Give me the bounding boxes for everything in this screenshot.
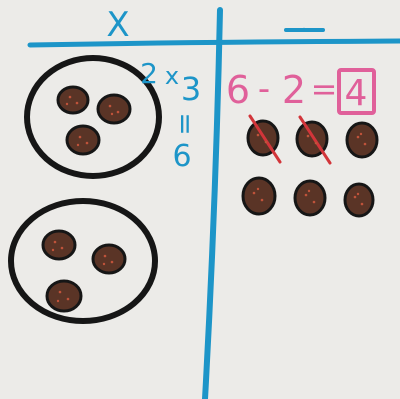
expr-result: 6 [172, 139, 191, 174]
expr-equals: = [311, 70, 338, 108]
expr-factor-b: 3 [181, 70, 201, 108]
brown-counter-icon [96, 93, 132, 125]
expr-minuend: 6 [226, 68, 250, 112]
brown-counter-icon [345, 121, 379, 159]
brown-counter-icon [295, 115, 332, 165]
subtract-expression: 6 - 2 = 4 [226, 68, 376, 115]
header-subtract: — [303, 27, 305, 29]
brown-counter-icon [65, 124, 101, 156]
expr-times: x [165, 62, 179, 90]
cross-out-mark [298, 115, 332, 165]
subtract-counters [241, 114, 379, 218]
multiply-expression: 2 x 3 = 6 [140, 57, 202, 174]
brown-counter-icon [91, 243, 127, 275]
expr-equals: = [169, 112, 202, 135]
brown-counter-icon [45, 279, 83, 313]
brown-counter-icon [41, 229, 77, 261]
group-circle-1 [24, 55, 162, 179]
expr-answer: 4 [345, 73, 368, 114]
brown-counter-icon [293, 179, 327, 217]
brown-counter-icon [246, 114, 282, 164]
circle-group-icon [24, 55, 162, 179]
cross-out-mark [248, 114, 282, 164]
header-multiply: X [106, 5, 129, 45]
group-circle-2 [8, 198, 158, 324]
counter-speckles [51, 95, 367, 303]
expr-subtrahend: 2 [282, 68, 306, 112]
expr-factor-a: 2 [140, 57, 158, 90]
circle-group-icon [8, 198, 158, 324]
brown-counter-icon [343, 182, 375, 218]
answer-box [337, 68, 376, 115]
brown-counter-icon [241, 176, 277, 216]
vertical-divider-line [202, 7, 223, 399]
brown-counter-icon [56, 85, 90, 115]
horizontal-divider-line [27, 38, 400, 48]
expr-minus: - [258, 69, 270, 109]
